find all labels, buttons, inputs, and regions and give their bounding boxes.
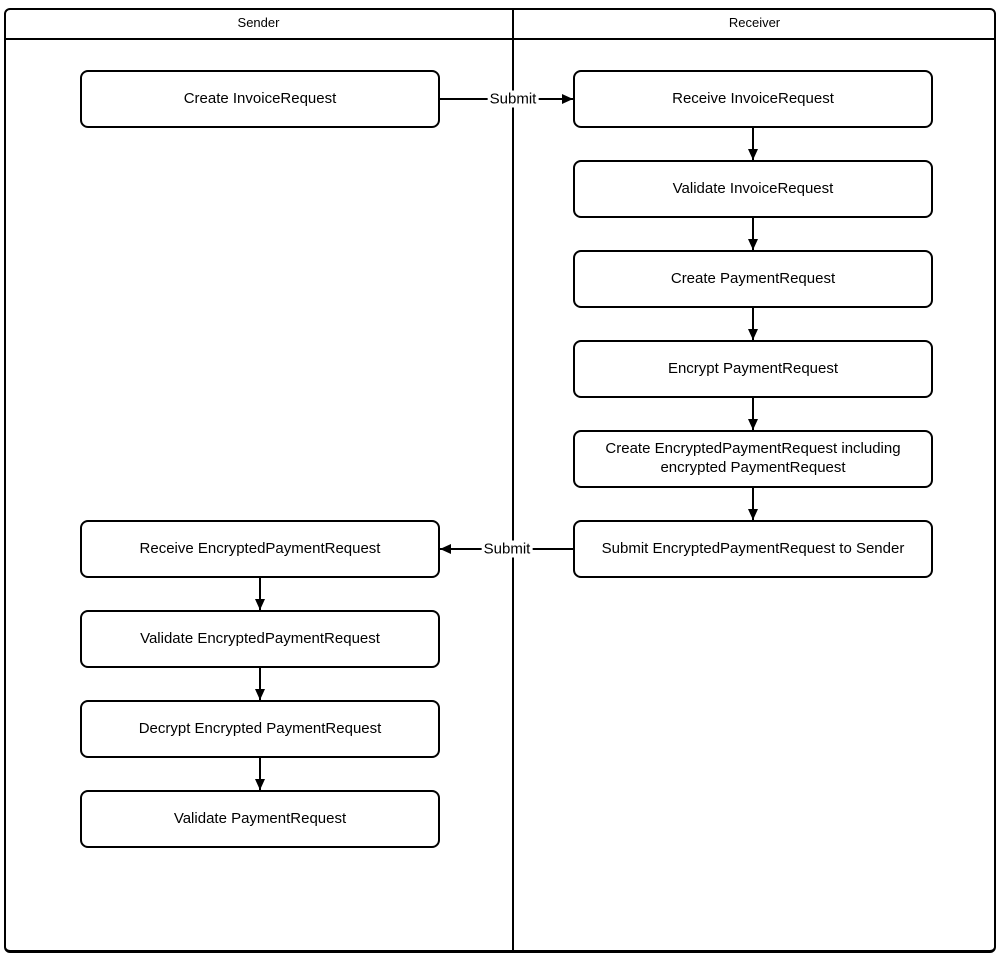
- diagram-frame: [4, 8, 996, 953]
- node-receive-invoicerequest: Receive InvoiceRequest: [573, 70, 933, 128]
- lane-header-receiver: Receiver: [513, 8, 996, 38]
- edge-label-submit-invoicerequest: Submit: [487, 90, 539, 108]
- node-receive-encryptedpaymentrequest: Receive EncryptedPaymentRequest: [80, 520, 440, 578]
- edge-label-submit-encryptedpaymentrequest: Submit: [481, 540, 533, 558]
- node-create-encryptedpaymentrequest: Create EncryptedPaymentRequest including…: [573, 430, 933, 488]
- lane-header-receiver-label: Receiver: [728, 15, 781, 30]
- node-encrypt-paymentrequest: Encrypt PaymentRequest: [573, 340, 933, 398]
- node-submit-encryptedpaymentrequest-to-sender: Submit EncryptedPaymentRequest to Sender: [573, 520, 933, 578]
- lane-header-sender: Sender: [4, 8, 513, 38]
- node-validate-paymentrequest: Validate PaymentRequest: [80, 790, 440, 848]
- lane-header-sender-label: Sender: [237, 15, 280, 30]
- node-create-paymentrequest: Create PaymentRequest: [573, 250, 933, 308]
- node-validate-encryptedpaymentrequest: Validate EncryptedPaymentRequest: [80, 610, 440, 668]
- lane-divider: [512, 8, 514, 953]
- node-validate-invoicerequest: Validate InvoiceRequest: [573, 160, 933, 218]
- lane-header-divider: [4, 38, 996, 40]
- node-decrypt-encrypted-paymentrequest: Decrypt Encrypted PaymentRequest: [80, 700, 440, 758]
- node-create-invoicerequest: Create InvoiceRequest: [80, 70, 440, 128]
